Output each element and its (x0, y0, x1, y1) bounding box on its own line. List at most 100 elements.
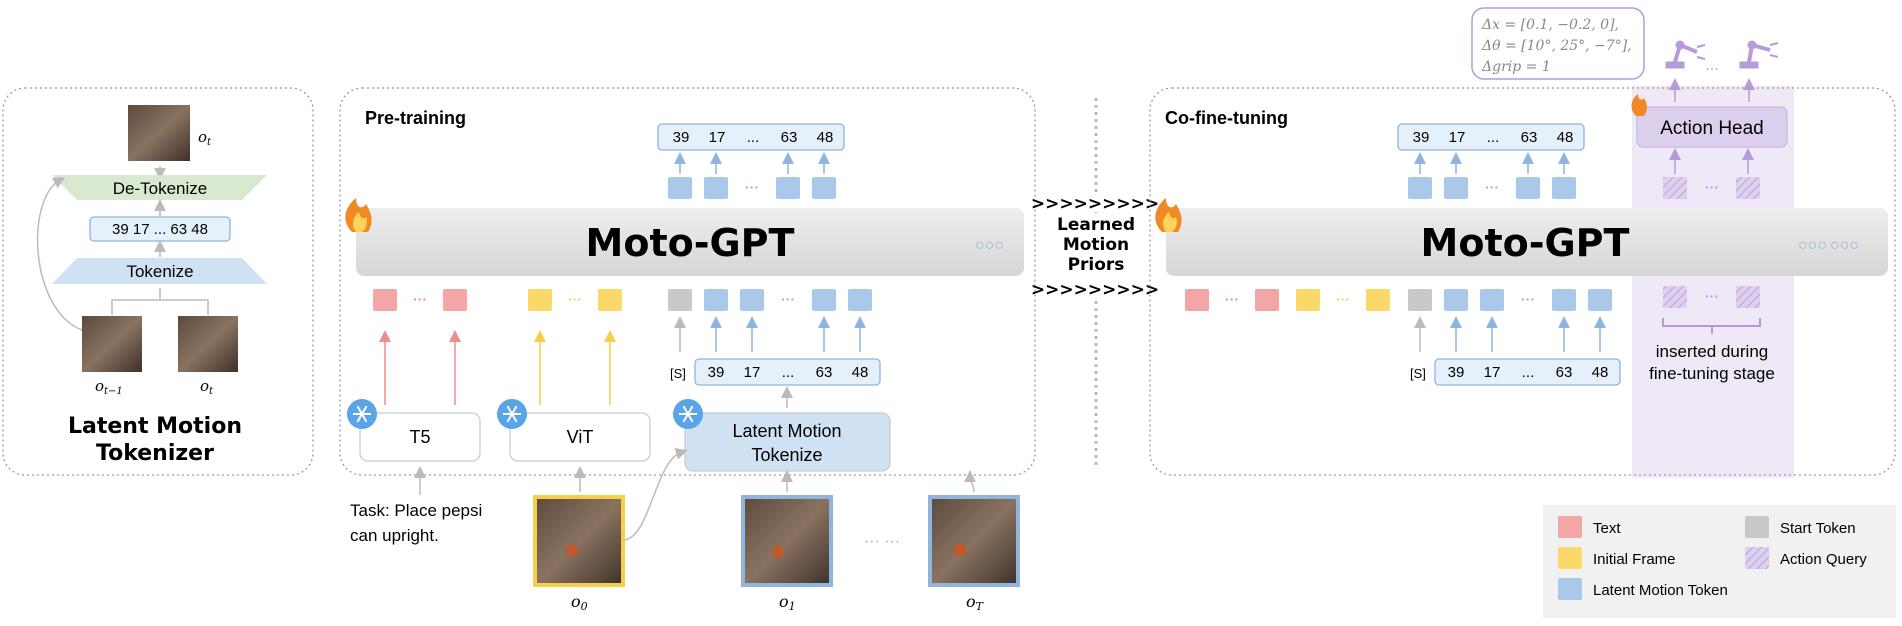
frame-0-label: o0 (571, 592, 588, 613)
text-token-square-0 (373, 289, 397, 311)
legend-swatch-1 (1745, 516, 1769, 538)
pretrain-start-label: [S] (670, 366, 686, 381)
legend-box (1543, 505, 1896, 618)
ft-text-token-dots: ··· (1225, 291, 1239, 307)
finetune-title: Co-fine-tuning (1165, 108, 1288, 128)
legend-swatch-2 (1558, 547, 1582, 569)
legend-label-2: Initial Frame (1593, 551, 1676, 568)
pretrain-input-token-3: 63 (816, 364, 833, 381)
pretrain-input-square-3 (848, 289, 872, 311)
detokenize-label: De-Tokenize (113, 179, 208, 198)
pretrain-input-square-2 (812, 289, 836, 311)
finetune-output-square-1 (1444, 177, 1468, 199)
t5-box (359, 412, 481, 462)
snowflake-icon (347, 399, 377, 429)
output-frame-label: ot (198, 128, 212, 148)
action-line1: Δx = [0.1, −0.2, 0], (1481, 17, 1619, 33)
tokenize-trapezoid (52, 258, 267, 284)
finetune-fire-icon-inner (1162, 212, 1177, 232)
finetune-output-square-0 (1408, 177, 1432, 199)
pretrain-input-dots: ··· (781, 291, 795, 307)
prev-frame-label: ot−1 (95, 377, 123, 397)
action-query-output-square-0 (1663, 177, 1687, 199)
action-region (1632, 86, 1794, 478)
finetune-gpt-bar (1166, 208, 1888, 276)
finetune-input-token-1: 17 (1484, 364, 1501, 381)
tokenize-label: Tokenize (126, 262, 193, 281)
finetune-input-dots: ··· (1521, 291, 1535, 307)
finetune-input-token-box (1434, 358, 1621, 386)
legend-swatch-3 (1745, 547, 1769, 569)
pretrain-output-token-box (657, 123, 845, 151)
lmt-label-line1: Latent Motion (732, 421, 841, 441)
bridge-label-line2: Motion (1063, 235, 1129, 255)
finetune-input-token-0: 39 (1448, 364, 1465, 381)
pretrain-gpt-dots: ○○○ (975, 237, 1004, 254)
finetune-output-square-2 (1516, 177, 1540, 199)
pretrain-output-token-0: 39 (673, 129, 690, 146)
legend-label-1: Start Token (1780, 520, 1856, 537)
action-head-fire-icon (1631, 94, 1647, 116)
cur-frame-image (178, 316, 238, 372)
pretrain-output-square-1 (704, 177, 728, 199)
bridge-label-line3: Priors (1068, 255, 1125, 275)
finetune-panel: Co-fine-tuning 39 17... 63 48 ··· ··· Action… (1149, 7, 1896, 478)
inserted-line1: inserted during (1656, 342, 1768, 361)
legend-swatch-4 (1558, 578, 1582, 600)
pretrain-input-square-1 (740, 289, 764, 311)
text-token-square-1 (443, 289, 467, 311)
pretrain-input-token-4: 48 (852, 364, 869, 381)
initial-frame-image (533, 495, 625, 587)
fire-icon-inner (352, 212, 367, 232)
action-output-bubble (1471, 7, 1645, 80)
bridge-arrows-bottom: >>>>>>>>> (1031, 280, 1159, 300)
finetune-output-token-box (1397, 123, 1585, 151)
pretrain-output-token-4: 48 (817, 129, 834, 146)
legend-label-4: Latent Motion Token (1593, 582, 1728, 599)
action-query-input-dots: ··· (1705, 288, 1719, 304)
finetune-output-token-3: 63 (1521, 129, 1538, 146)
snowflake-icon (673, 399, 703, 429)
finetune-output-square-3 (1552, 177, 1576, 199)
finetune-input-square-2 (1552, 289, 1576, 311)
ft-text-token-square-0 (1185, 289, 1209, 311)
pretrain-gpt-bar (356, 208, 1024, 276)
output-frame-image (128, 105, 190, 161)
inserted-brace (1662, 318, 1761, 334)
action-query-output-square-1 (1736, 177, 1760, 199)
legend-label-0: Text (1593, 520, 1621, 537)
pretrain-output-dots: ··· (745, 179, 759, 195)
ft-frame-token-square-1 (1366, 289, 1390, 311)
frame-token-square-0 (528, 289, 552, 311)
tokenizer-token-sequence: 39 17 ... 63 48 (112, 221, 208, 238)
finetune-input-square-0 (1444, 289, 1468, 311)
finetune-input-square-1 (1480, 289, 1504, 311)
tokenizer-title-line2: Tokenizer (96, 441, 214, 466)
frame-dots: ··· ··· (864, 533, 900, 550)
vit-label: ViT (567, 427, 594, 447)
pretraining-title: Pre-training (365, 108, 466, 128)
inserted-line2: fine-tuning stage (1649, 364, 1775, 383)
finetune-output-token-4: 48 (1557, 129, 1574, 146)
legend-swatch-0 (1558, 516, 1582, 538)
action-head-box (1636, 106, 1788, 148)
finetune-output-token-1: 17 (1449, 129, 1466, 146)
task-line2: can upright. (350, 526, 439, 545)
finetune-output-token-2: ... (1487, 129, 1500, 146)
frame-T-image (928, 495, 1020, 587)
finetune-input-token-3: 63 (1556, 364, 1573, 381)
frame-1-label: o1 (779, 592, 796, 613)
action-query-input-square-1 (1736, 286, 1760, 308)
frame-1-image (741, 495, 833, 587)
finetune-input-square-3 (1588, 289, 1612, 311)
pretrain-input-token-1: 17 (744, 364, 761, 381)
finetune-output-dots: ··· (1485, 179, 1499, 195)
finetune-gpt-dots-blue: ○○○ (1798, 237, 1827, 254)
ft-frame-token-dots: ··· (1336, 291, 1350, 307)
frame-token-dots: ··· (568, 291, 582, 307)
action-head-label: Action Head (1660, 118, 1764, 139)
lmt-label-line2: Tokenize (751, 445, 822, 465)
pretrain-input-square-0 (704, 289, 728, 311)
t5-label: T5 (409, 427, 430, 447)
